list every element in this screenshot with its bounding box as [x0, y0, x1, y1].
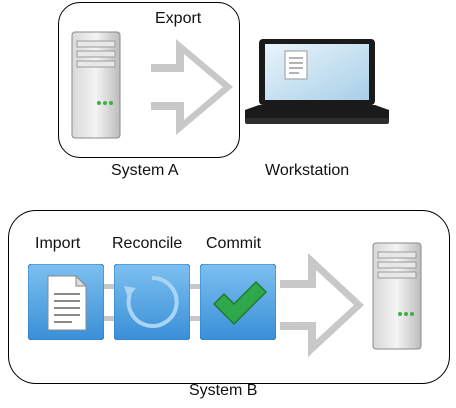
- connector: [102, 284, 116, 289]
- server-icon-system-b: [372, 242, 422, 350]
- connector: [188, 316, 202, 321]
- step-label-import: Import: [35, 235, 81, 252]
- system-b-box: [8, 210, 450, 384]
- system-b-title: System B: [189, 382, 258, 399]
- export-arrow: [148, 36, 238, 138]
- system-a-title: System A: [111, 162, 179, 179]
- laptop-icon: [243, 38, 391, 126]
- refresh-icon: [124, 275, 179, 328]
- export-label: Export: [155, 10, 202, 27]
- commit-tile: [200, 264, 276, 340]
- connector: [188, 284, 202, 289]
- import-tile: [28, 264, 104, 340]
- system-a-box: [58, 2, 240, 158]
- workstation-title: Workstation: [265, 162, 350, 179]
- commit-arrow: [278, 250, 368, 360]
- checkmark-icon: [212, 280, 268, 326]
- connector: [102, 316, 116, 321]
- reconcile-tile: [114, 264, 190, 340]
- step-label-reconcile: Reconcile: [112, 235, 183, 252]
- server-icon-system-a: [71, 31, 121, 139]
- document-icon: [47, 274, 88, 331]
- step-label-commit: Commit: [206, 235, 262, 252]
